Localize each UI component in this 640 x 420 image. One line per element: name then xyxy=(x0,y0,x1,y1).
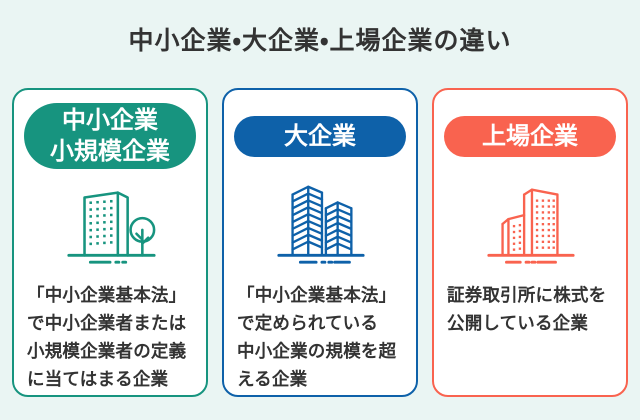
badge-area: 大企業 xyxy=(224,103,416,169)
twin-buildings-icon xyxy=(481,176,579,270)
twin-skyscrapers-icon xyxy=(271,176,369,270)
category-badge: 中小企業 小規模企業 xyxy=(24,103,196,169)
category-badge: 大企業 xyxy=(234,115,406,157)
card-description: 「中小企業基本法」 で定められている 中小企業の規模を超 える企業 xyxy=(237,285,397,389)
card-listed-company: 上場企業 xyxy=(432,88,628,397)
badge-area: 上場企業 xyxy=(434,103,626,169)
card-large-enterprise: 大企業 「中小企業基本法」 で定められている 中小企業の規模を超 える企業 xyxy=(222,88,418,397)
page-title: 中小企業・大企業・上場企業の違い xyxy=(128,27,512,55)
badge-area: 中小企業 小規模企業 xyxy=(14,103,206,169)
category-badge: 上場企業 xyxy=(444,115,616,157)
building-with-tree-icon xyxy=(61,176,159,270)
card-description: 証券取引所に株式を 公開している企業 xyxy=(447,285,607,333)
comparison-cards: 中小企業 小規模企業 xyxy=(0,88,640,397)
card-sme: 中小企業 小規模企業 xyxy=(12,88,208,397)
card-description: 「中小企業基本法」 で中小企業者または 小規模企業者の定義 に当てはまる企業 xyxy=(27,285,187,389)
